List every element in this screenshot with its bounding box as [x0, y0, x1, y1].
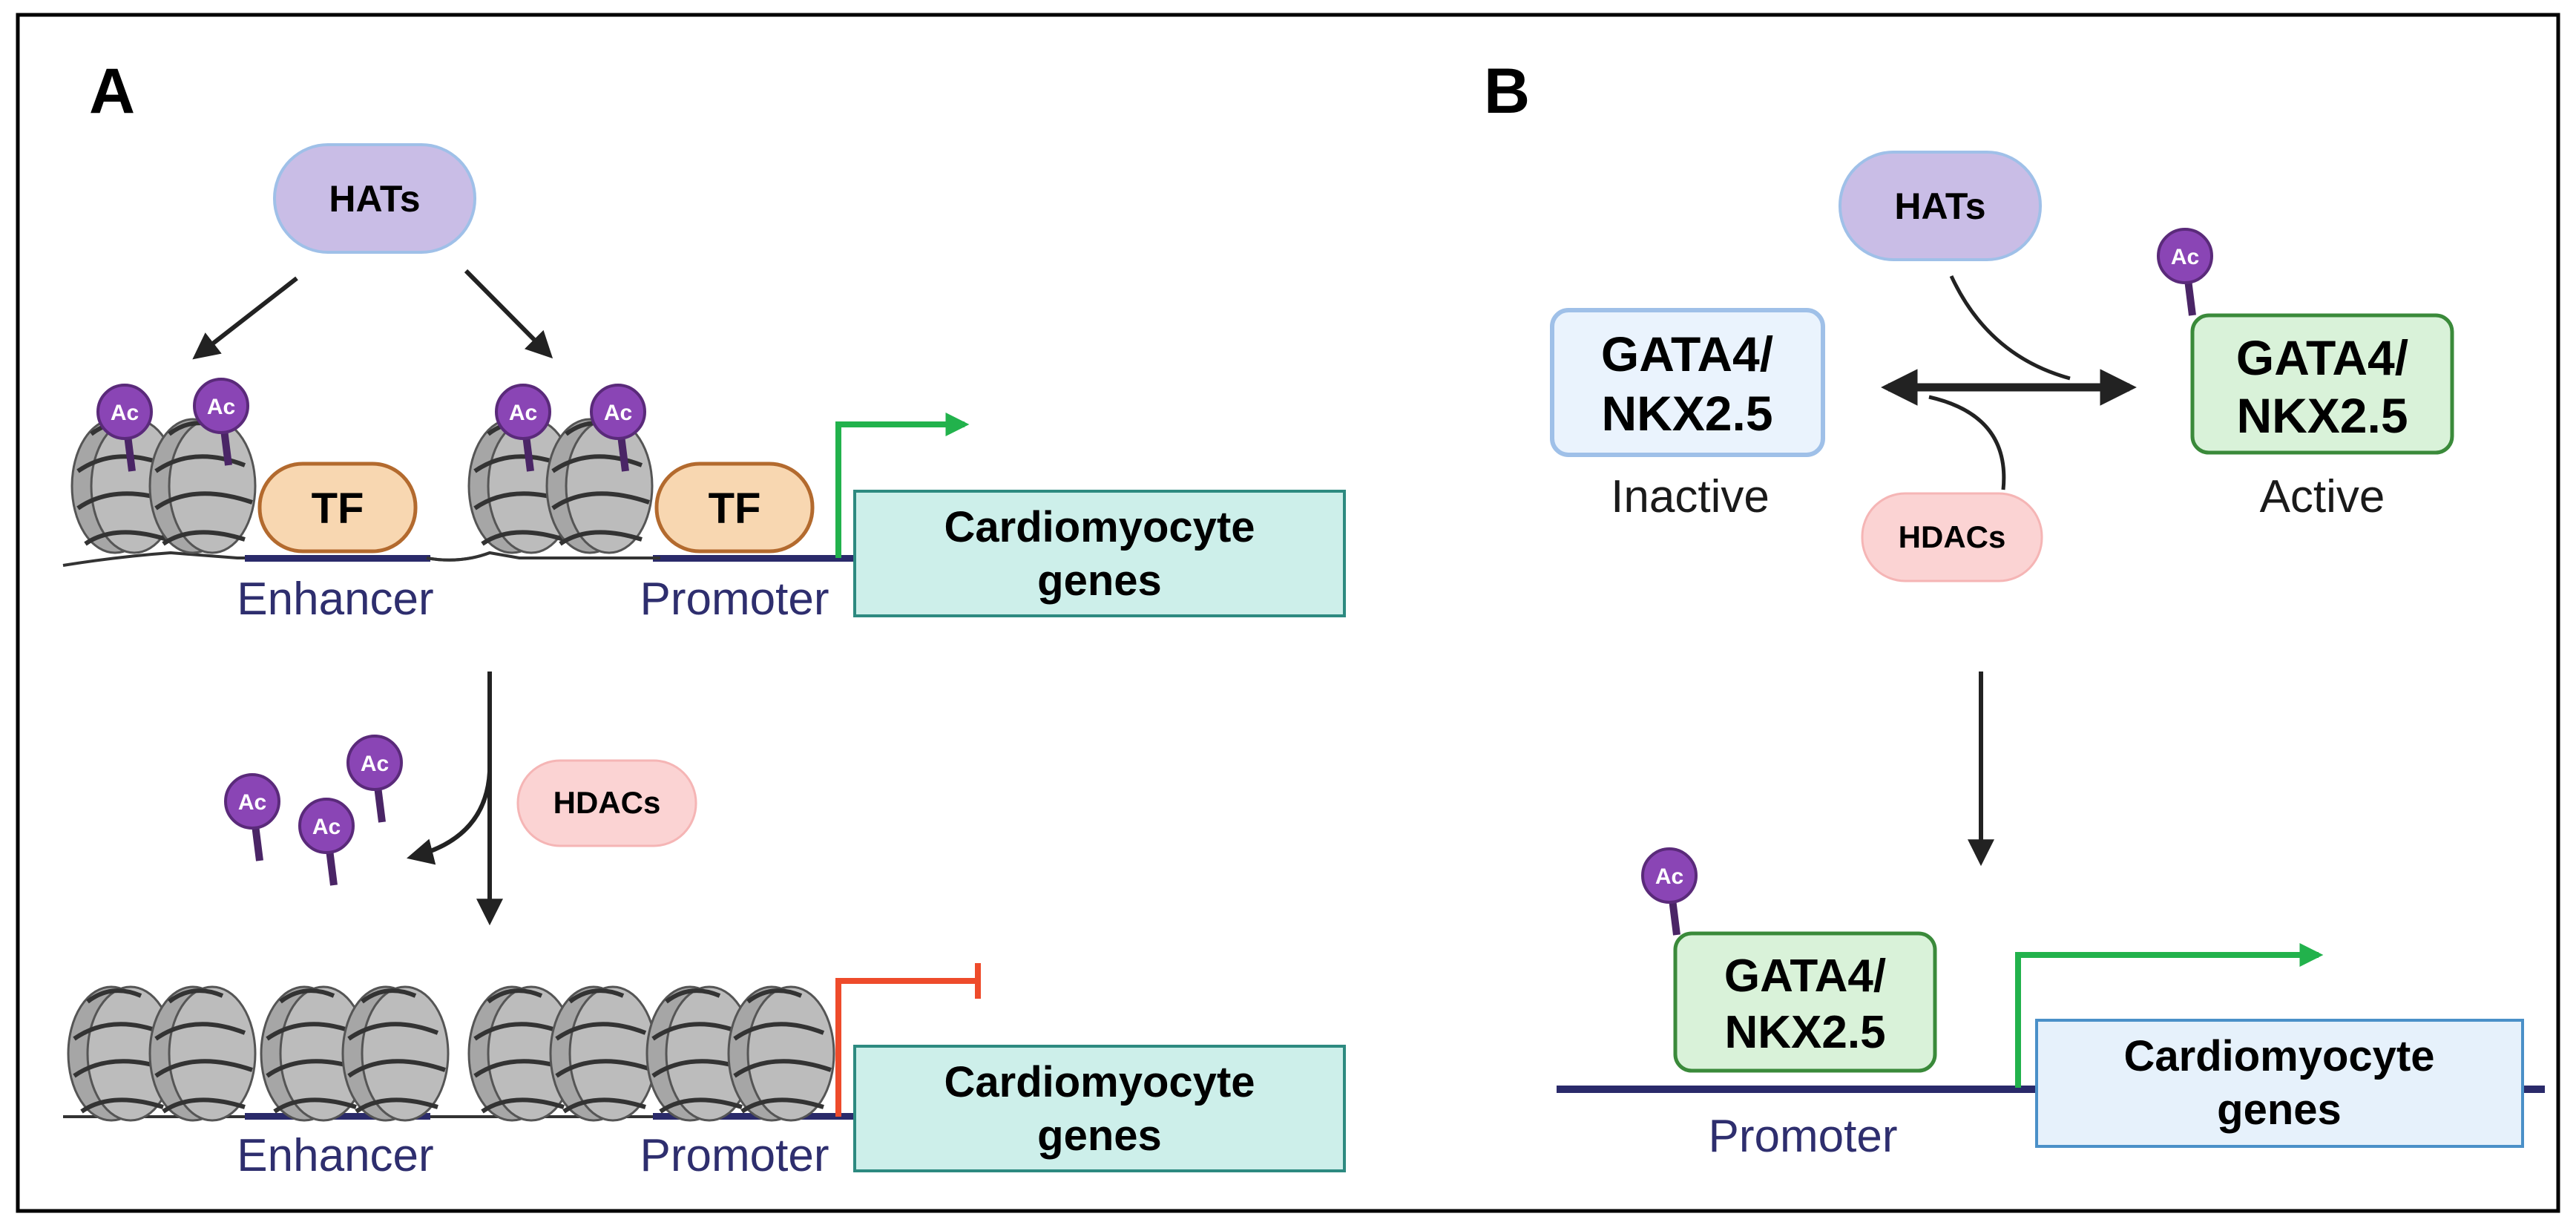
panel-a-bottom-gene-box [853, 1045, 1346, 1172]
panel-b-inactive-factor-line2: NKX2.5 [1601, 386, 1772, 441]
panel-a-tf-promoter-label: TF [709, 485, 761, 533]
panel-a-top-ac-2-label: Ac [207, 395, 235, 419]
panel-a-top-ac-3-label: Ac [509, 401, 537, 425]
panel-b-active-transcription-arrow [2015, 943, 2324, 1088]
panel-a-top-enhancer-region [245, 555, 430, 562]
panel-b-gene-box [2035, 1019, 2524, 1148]
panel-a-bottom-nucleosome-6 [551, 987, 656, 1120]
panel-a-hats-arrow-left [192, 276, 298, 360]
panel-a-top-nucleosome-2 [150, 419, 255, 553]
panel-b-active-label: Active [2260, 471, 2385, 522]
panel-b-gene-box-line2: genes [2217, 1086, 2342, 1134]
panel-a-hats-pill [273, 143, 476, 254]
panel-a-top-nucleosome-4 [547, 419, 652, 553]
panel-a-top-promoter-label: Promoter [640, 574, 829, 625]
panel-a-active-transcription-arrow [835, 413, 970, 558]
panel-b-bound-factor-line2: NKX2.5 [1724, 1007, 1885, 1058]
panel-b-hdacs-label: HDACs [1899, 519, 2006, 554]
panel-a-tf-enhancer [257, 462, 418, 554]
panel-a-tf-enhancer-label: TF [312, 485, 364, 533]
panel-b-inactive-factor-line1: GATA4/ [1601, 326, 1773, 381]
panel-a-bottom-nucleosome-2 [150, 987, 255, 1120]
panel-b-active-ac-label: Ac [2171, 245, 2199, 269]
panel-b-bound-factor-line1: GATA4/ [1724, 950, 1886, 1002]
panel-a-hats-label: HATs [329, 178, 420, 220]
panel-b-letter: B [1484, 56, 1530, 127]
panel-a-released-ac-3-label: Ac [361, 752, 389, 776]
panel-a-bottom-nucleosome-4 [343, 987, 448, 1120]
panel-b-active-factor-line1: GATA4/ [2236, 330, 2408, 385]
panel-b-hats-curve [1949, 275, 2071, 381]
panel-a-top-gene-box [853, 490, 1346, 617]
panel-a-bottom-promoter-label: Promoter [640, 1130, 829, 1181]
panel-b-bound-factor-box [1673, 931, 1937, 1073]
panel-a-hdacs-pill [516, 759, 697, 847]
panel-b-hdacs-pill [1861, 492, 2043, 582]
panel-b-active-factor-box [2190, 313, 2454, 455]
panel-a-bottom-gene-box-line1: Cardiomyocyte [944, 1058, 1255, 1106]
panel-b-inactive-label: Inactive [1611, 471, 1770, 522]
panel-a-bottom-enhancer-label: Enhancer [237, 1130, 433, 1181]
panel-b-inactive-factor-box [1550, 308, 1825, 457]
panel-b-hdacs-curve [1928, 395, 2006, 490]
panel-a-letter: A [89, 56, 135, 127]
panel-a-tf-promoter [654, 462, 815, 554]
panel-a-released-ac-1-label: Ac [238, 790, 266, 815]
panel-b-hats-label: HATs [1894, 185, 1985, 227]
panel-b-gene-box-line1: Cardiomyocyte [2123, 1032, 2434, 1080]
panel-a-released-ac-2-label: Ac [312, 815, 341, 839]
panel-a-top-enhancer-label: Enhancer [237, 574, 433, 625]
panel-a-top-promoter-region [653, 555, 853, 562]
panel-a-release-arrow [407, 771, 492, 865]
panel-a-bottom-nucleosome-8 [729, 987, 834, 1120]
panel-a-bottom-promoter-region [653, 1113, 853, 1120]
panel-a-hats-arrow-right [464, 269, 553, 359]
panel-b-hats-pill [1839, 151, 2042, 261]
panel-b-bound-ac-label: Ac [1655, 864, 1683, 889]
panel-a-top-ac-1-label: Ac [111, 401, 139, 425]
panel-a-top-gene-box-line1: Cardiomyocyte [944, 503, 1255, 551]
panel-a-bottom-gene-box-line2: genes [1037, 1112, 1162, 1160]
panel-a-top-ac-4-label: Ac [604, 401, 632, 425]
panel-a-top-dna-middle [426, 551, 660, 562]
panel-b-active-factor-line2: NKX2.5 [2236, 388, 2408, 443]
panel-a-top-gene-box-line2: genes [1037, 556, 1162, 605]
panel-a-hdacs-label: HDACs [553, 785, 661, 820]
panel-b-promoter-label: Promoter [1709, 1111, 1898, 1162]
panel-a-repressed-transcription-arrow [835, 978, 976, 1117]
